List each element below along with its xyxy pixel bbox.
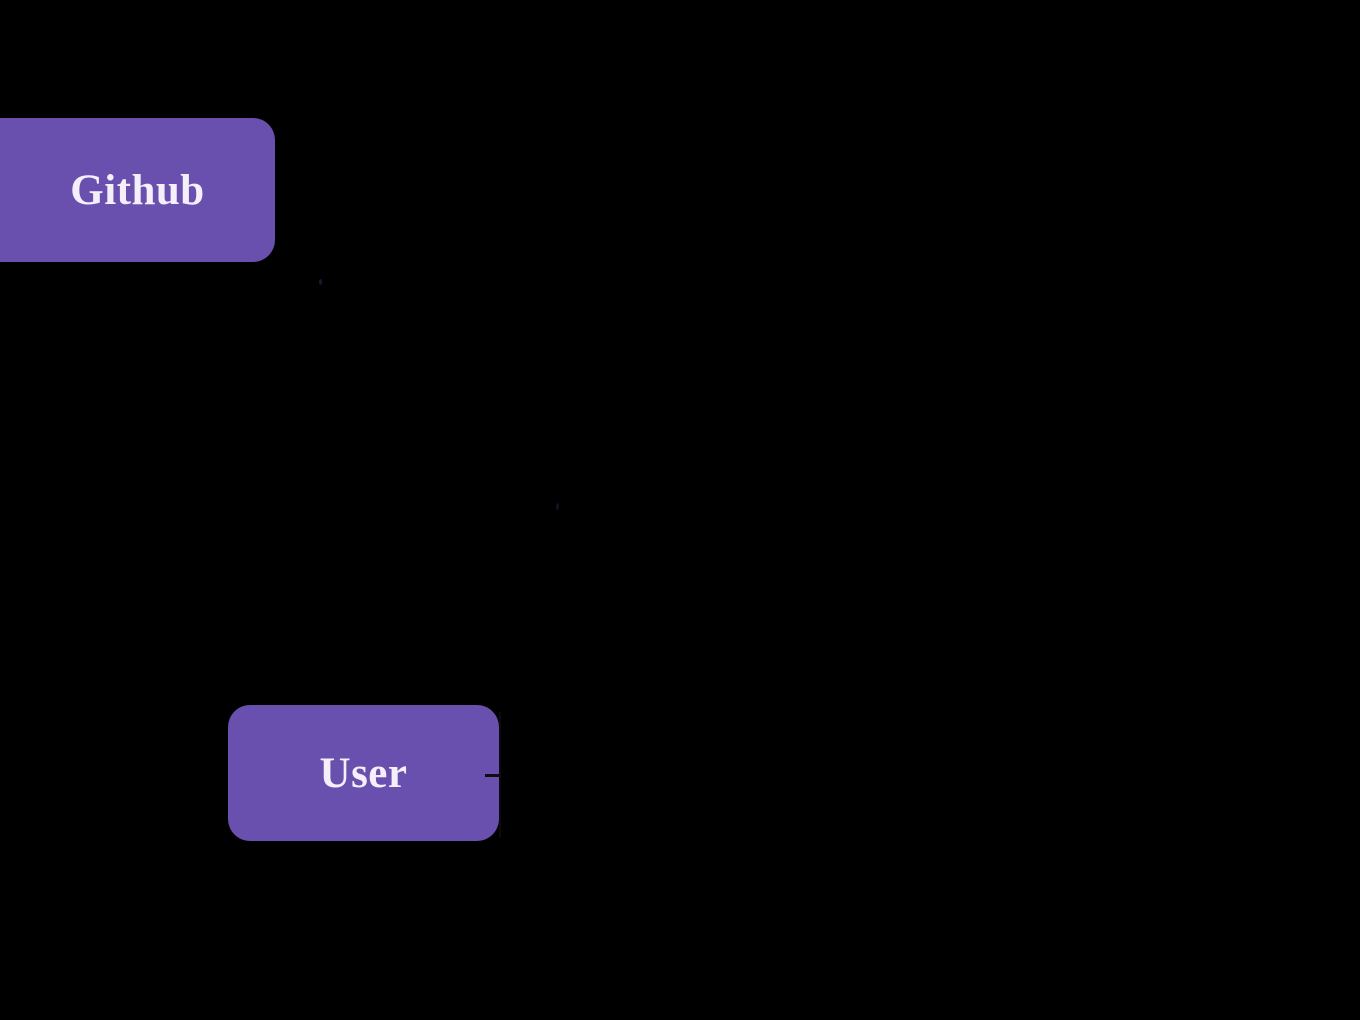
faint-marker-upper: [319, 279, 322, 285]
node-user-label: User: [319, 749, 408, 797]
node-github[interactable]: Github: [0, 118, 275, 262]
faint-marker-middle: [556, 503, 559, 510]
node-github-label: Github: [70, 166, 205, 214]
node-user[interactable]: User: [228, 705, 499, 841]
edge-user-right-connector: [485, 774, 501, 777]
